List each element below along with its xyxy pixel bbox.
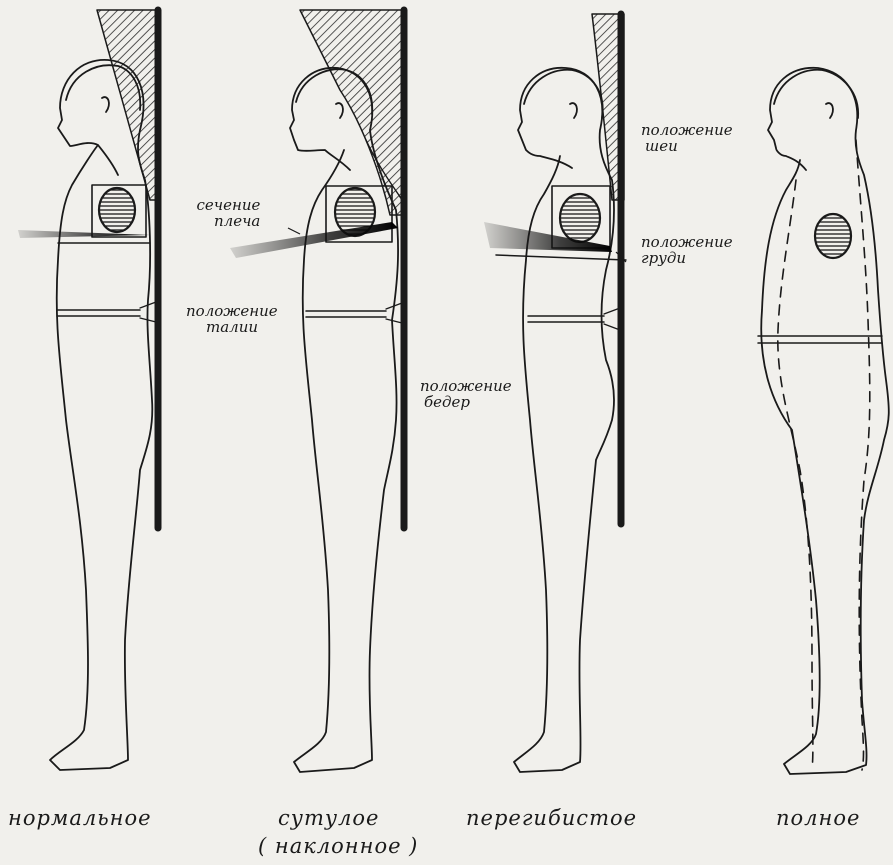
annotation-waist-line-2: талии <box>186 319 278 335</box>
caption-full: полное <box>776 806 860 830</box>
figure-stooped <box>230 10 406 772</box>
figure-normal <box>18 10 160 770</box>
shoulder-section-full <box>815 214 851 258</box>
body-outline-normal <box>50 60 152 770</box>
annotation-neck-position: положение шеи <box>641 122 733 154</box>
caption-stooped: сутулое <box>278 806 379 830</box>
annotation-neck-line-2: шеи <box>641 138 733 154</box>
dashed-normal-outline-back <box>856 140 870 770</box>
body-outline-overerect <box>514 68 614 772</box>
shoulder-section-overerect <box>560 194 600 242</box>
annotation-chest-line-1: положение <box>641 234 733 250</box>
annotation-chest-position: положение груди <box>641 234 733 266</box>
caption-stooped-alt: ( наклонное ) <box>258 834 418 858</box>
annotation-waist-line-1: положение <box>186 303 278 319</box>
annotation-chest-line-2: груди <box>641 250 733 266</box>
ear-overerect <box>570 103 577 118</box>
shoulder-section-normal <box>99 188 135 232</box>
annotation-shoulder-line-1: сечение <box>186 197 260 213</box>
annotation-neck-line-1: положение <box>641 122 733 138</box>
annotation-shoulder-line-2: плеча <box>186 213 260 229</box>
ear-normal <box>102 97 109 112</box>
dashed-normal-outline-front <box>778 180 813 770</box>
annotation-hips-line-1: положение <box>420 378 512 394</box>
waist-wedge-stooped <box>386 303 402 323</box>
annotation-hips-line-2: бедер <box>420 394 512 410</box>
figure-full <box>758 68 889 774</box>
caption-overerect: перегибистое <box>466 806 637 830</box>
leader-shoulder <box>288 228 300 234</box>
ear-stooped <box>336 103 343 118</box>
annotation-hips-position: положение бедер <box>420 378 512 410</box>
wall-hatch-normal <box>97 10 160 200</box>
chest-line-overerect <box>496 255 626 260</box>
caption-normal: нормальное <box>8 806 152 830</box>
body-outline-full <box>761 68 889 774</box>
ear-full <box>826 103 833 118</box>
wall-hatch-stooped <box>300 10 406 215</box>
annotation-waist-position: положение талии <box>186 303 278 335</box>
annotation-shoulder-section: сечение плеча <box>186 197 260 229</box>
